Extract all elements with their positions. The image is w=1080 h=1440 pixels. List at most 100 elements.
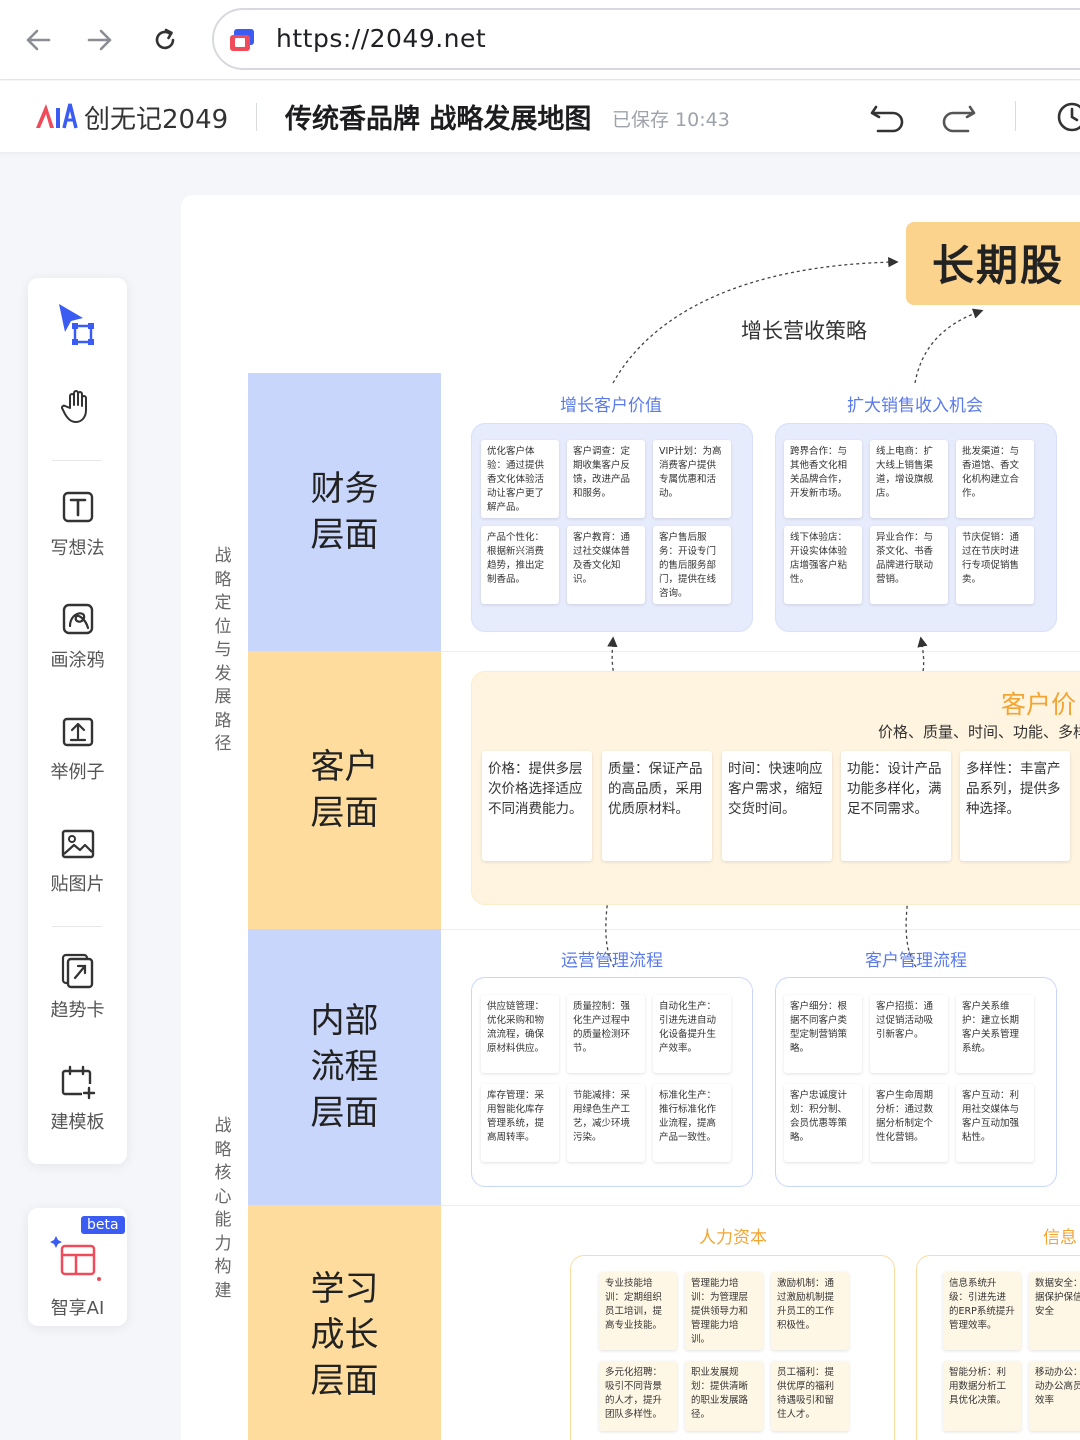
note[interactable]: 管理能力培训：为管理层提供领导力和管理能力培训。 bbox=[685, 1272, 763, 1350]
trend-card-tool[interactable]: 趋势卡 bbox=[28, 950, 127, 1022]
note[interactable]: 客户互动：利用社交媒体与客户互动加强粘性。 bbox=[956, 1084, 1034, 1162]
group-title-customer-value: 增长客户价值 bbox=[560, 396, 662, 416]
vertical-label-capability: 战略核心能力构建 bbox=[214, 1116, 232, 1301]
header-divider bbox=[256, 103, 257, 131]
toolbar-divider bbox=[52, 460, 102, 461]
note[interactable]: 多样性：丰富产品系列，提供多种选择。 bbox=[960, 751, 1070, 861]
note[interactable]: 自动化生产：引进先进自动化设备提升生产效率。 bbox=[653, 995, 731, 1073]
left-toolbar: 写想法 画涂鸦 举例子 贴图片 趋势卡 bbox=[28, 278, 127, 1164]
note[interactable]: 质量：保证产品的高品质，采用优质原材料。 bbox=[602, 751, 712, 861]
note[interactable]: 客户教育：通过社交媒体普及香文化知识。 bbox=[567, 526, 645, 604]
tool-label: 趋势卡 bbox=[50, 1000, 105, 1021]
note[interactable]: 功能：设计产品功能多样化，满足不同需求。 bbox=[841, 751, 951, 861]
write-idea-tool[interactable]: 写想法 bbox=[28, 488, 127, 560]
history-icon[interactable] bbox=[1050, 95, 1080, 139]
note[interactable]: 客户调查：定期收集客户反馈，改进产品和服务。 bbox=[567, 440, 645, 518]
note[interactable]: 批发渠道：与香道馆、香文化机构建立合作。 bbox=[956, 440, 1034, 518]
back-arrow-icon[interactable] bbox=[18, 20, 58, 60]
reload-icon[interactable] bbox=[145, 20, 185, 60]
strategy-map-canvas[interactable]: 战略定位与发展路径 战略核心能力构建 财务层面 客户层面 内部流程层面 学习成长… bbox=[181, 195, 1080, 1440]
customer-value-title: 客户价 bbox=[1001, 690, 1077, 719]
hand-pan-icon bbox=[60, 390, 87, 423]
group-title-customer-management: 客户管理流程 bbox=[865, 951, 967, 971]
note[interactable]: 移动办公：移动办公高员工效率 bbox=[1029, 1361, 1080, 1431]
vertical-label-positioning: 战略定位与发展路径 bbox=[214, 546, 232, 754]
paste-image-tool[interactable]: 贴图片 bbox=[28, 824, 127, 896]
note[interactable]: 异业合作：与茶文化、书香品牌进行联动营销。 bbox=[870, 526, 948, 604]
note[interactable]: VIP计划：为高消费客户提供专属优惠和活动。 bbox=[653, 440, 731, 518]
long-term-goal-card[interactable]: 长期股 bbox=[906, 222, 1080, 305]
tool-label: 写想法 bbox=[50, 538, 105, 559]
group-title-operations: 运营管理流程 bbox=[561, 951, 663, 971]
note[interactable]: 质量控制：强化生产过程中的质量检测环节。 bbox=[567, 995, 645, 1073]
note[interactable]: 优化客户体验：通过提供香文化体验活动让客户更了解产品。 bbox=[481, 440, 559, 518]
toolbar-divider bbox=[52, 926, 102, 927]
forward-arrow-icon[interactable] bbox=[80, 20, 120, 60]
select-tool[interactable] bbox=[28, 300, 127, 350]
ai-assistant-button[interactable]: beta 智享AI bbox=[28, 1208, 127, 1326]
draw-tool[interactable]: 画涂鸦 bbox=[28, 600, 127, 672]
select-pointer-icon bbox=[58, 304, 94, 345]
note[interactable]: 客户关系维护：建立长期客户关系管理系统。 bbox=[956, 995, 1034, 1073]
tool-label: 贴图片 bbox=[50, 874, 105, 895]
note[interactable]: 职业发展规划：提供清晰的职业发展路径。 bbox=[685, 1361, 763, 1431]
url-text[interactable]: https://2049.net bbox=[276, 24, 487, 53]
note[interactable]: 产品个性化：根据新兴消费趋势，推出定制香品。 bbox=[481, 526, 559, 604]
row-divider bbox=[441, 1205, 1080, 1206]
layer-finance[interactable]: 财务层面 bbox=[248, 373, 441, 651]
note[interactable]: 价格：提供多层次价格选择适应不同消费能力。 bbox=[482, 751, 592, 861]
redo-icon[interactable] bbox=[936, 95, 980, 139]
strategy-title: 增长营收策略 bbox=[741, 319, 867, 343]
example-tool[interactable]: 举例子 bbox=[28, 712, 127, 784]
note[interactable]: 客户招揽：通过促销活动吸引新客户。 bbox=[870, 995, 948, 1073]
note[interactable]: 时间：快速响应客户需求，缩短交货时间。 bbox=[722, 751, 832, 861]
brand-logo-icon bbox=[36, 103, 78, 129]
tool-label: 画涂鸦 bbox=[50, 650, 105, 671]
note[interactable]: 节庆促销：通过在节庆时进行专项促销售卖。 bbox=[956, 526, 1034, 604]
note[interactable]: 供应链管理：优化采购和物流流程，确保原材料供应。 bbox=[481, 995, 559, 1073]
row-divider bbox=[441, 929, 1080, 930]
note[interactable]: 标准化生产：推行标准化作业流程，提高产品一致性。 bbox=[653, 1084, 731, 1162]
note[interactable]: 跨界合作：与其他香文化相关品牌合作，开发新市场。 bbox=[784, 440, 862, 518]
tool-label: 举例子 bbox=[50, 762, 105, 783]
tool-label: 建模板 bbox=[50, 1112, 105, 1133]
undo-icon[interactable] bbox=[866, 95, 910, 139]
note[interactable]: 员工福利：提供优厚的福利待遇吸引和留住人才。 bbox=[771, 1361, 849, 1431]
note[interactable]: 数据安全：数据保护保信息安全 bbox=[1029, 1272, 1080, 1350]
address-bar[interactable]: https://2049.net bbox=[212, 8, 1080, 70]
note[interactable]: 客户忠诚度计划：积分制、会员优惠等策略。 bbox=[784, 1084, 862, 1162]
note[interactable]: 激励机制：通过激励机制提升员工的工作积极性。 bbox=[771, 1272, 849, 1350]
group-title-human-capital: 人力资本 bbox=[699, 1228, 767, 1248]
example-icon bbox=[62, 717, 93, 747]
layer-internal-process[interactable]: 内部流程层面 bbox=[248, 929, 441, 1205]
template-icon bbox=[61, 1065, 95, 1100]
pan-tool[interactable] bbox=[28, 386, 127, 426]
template-tool[interactable]: 建模板 bbox=[28, 1062, 127, 1134]
group-title-information: 信息 bbox=[1043, 1228, 1077, 1248]
note[interactable]: 库存管理：采用智能化库存管理系统，提高周转率。 bbox=[481, 1084, 559, 1162]
note[interactable]: 客户售后服务：开设专门的售后服务部门，提供在线咨询。 bbox=[653, 526, 731, 604]
ai-sparkle-icon bbox=[50, 1236, 101, 1281]
note[interactable]: 信息系统升级：引进先进的ERP系统提升管理效率。 bbox=[943, 1272, 1021, 1350]
layer-customer[interactable]: 客户层面 bbox=[248, 651, 441, 929]
text-icon bbox=[62, 491, 93, 523]
draw-icon bbox=[62, 603, 93, 635]
image-icon bbox=[61, 829, 94, 859]
app-header: 创无记2049 传统香品牌 战略发展地图 已保存 10:43 bbox=[0, 81, 1080, 153]
ai-label: 智享AI bbox=[50, 1298, 105, 1319]
browser-bar: https://2049.net bbox=[0, 0, 1080, 80]
note[interactable]: 多元化招聘：吸引不同背景的人才，提升团队多样性。 bbox=[599, 1361, 677, 1431]
note[interactable]: 线上电商：扩大线上销售渠道，增设旗舰店。 bbox=[870, 440, 948, 518]
note[interactable]: 客户生命周期分析：通过数据分析制定个性化营销。 bbox=[870, 1084, 948, 1162]
trend-card-icon bbox=[61, 953, 93, 989]
document-title[interactable]: 传统香品牌 战略发展地图 bbox=[285, 104, 592, 135]
note[interactable]: 智能分析：利用数据分析工具优化决策。 bbox=[943, 1361, 1021, 1431]
layer-learning-growth[interactable]: 学习成长层面 bbox=[248, 1205, 441, 1440]
save-status: 已保存 10:43 bbox=[612, 109, 730, 131]
beta-badge: beta bbox=[81, 1216, 125, 1234]
note[interactable]: 客户细分：根据不同客户类型定制营销策略。 bbox=[784, 995, 862, 1073]
note[interactable]: 节能减排：采用绿色生产工艺，减少环境污染。 bbox=[567, 1084, 645, 1162]
header-divider bbox=[1015, 101, 1016, 131]
note[interactable]: 专业技能培训：定期组织员工培训，提高专业技能。 bbox=[599, 1272, 677, 1350]
note[interactable]: 线下体验店：开设实体体验店增强客户粘性。 bbox=[784, 526, 862, 604]
